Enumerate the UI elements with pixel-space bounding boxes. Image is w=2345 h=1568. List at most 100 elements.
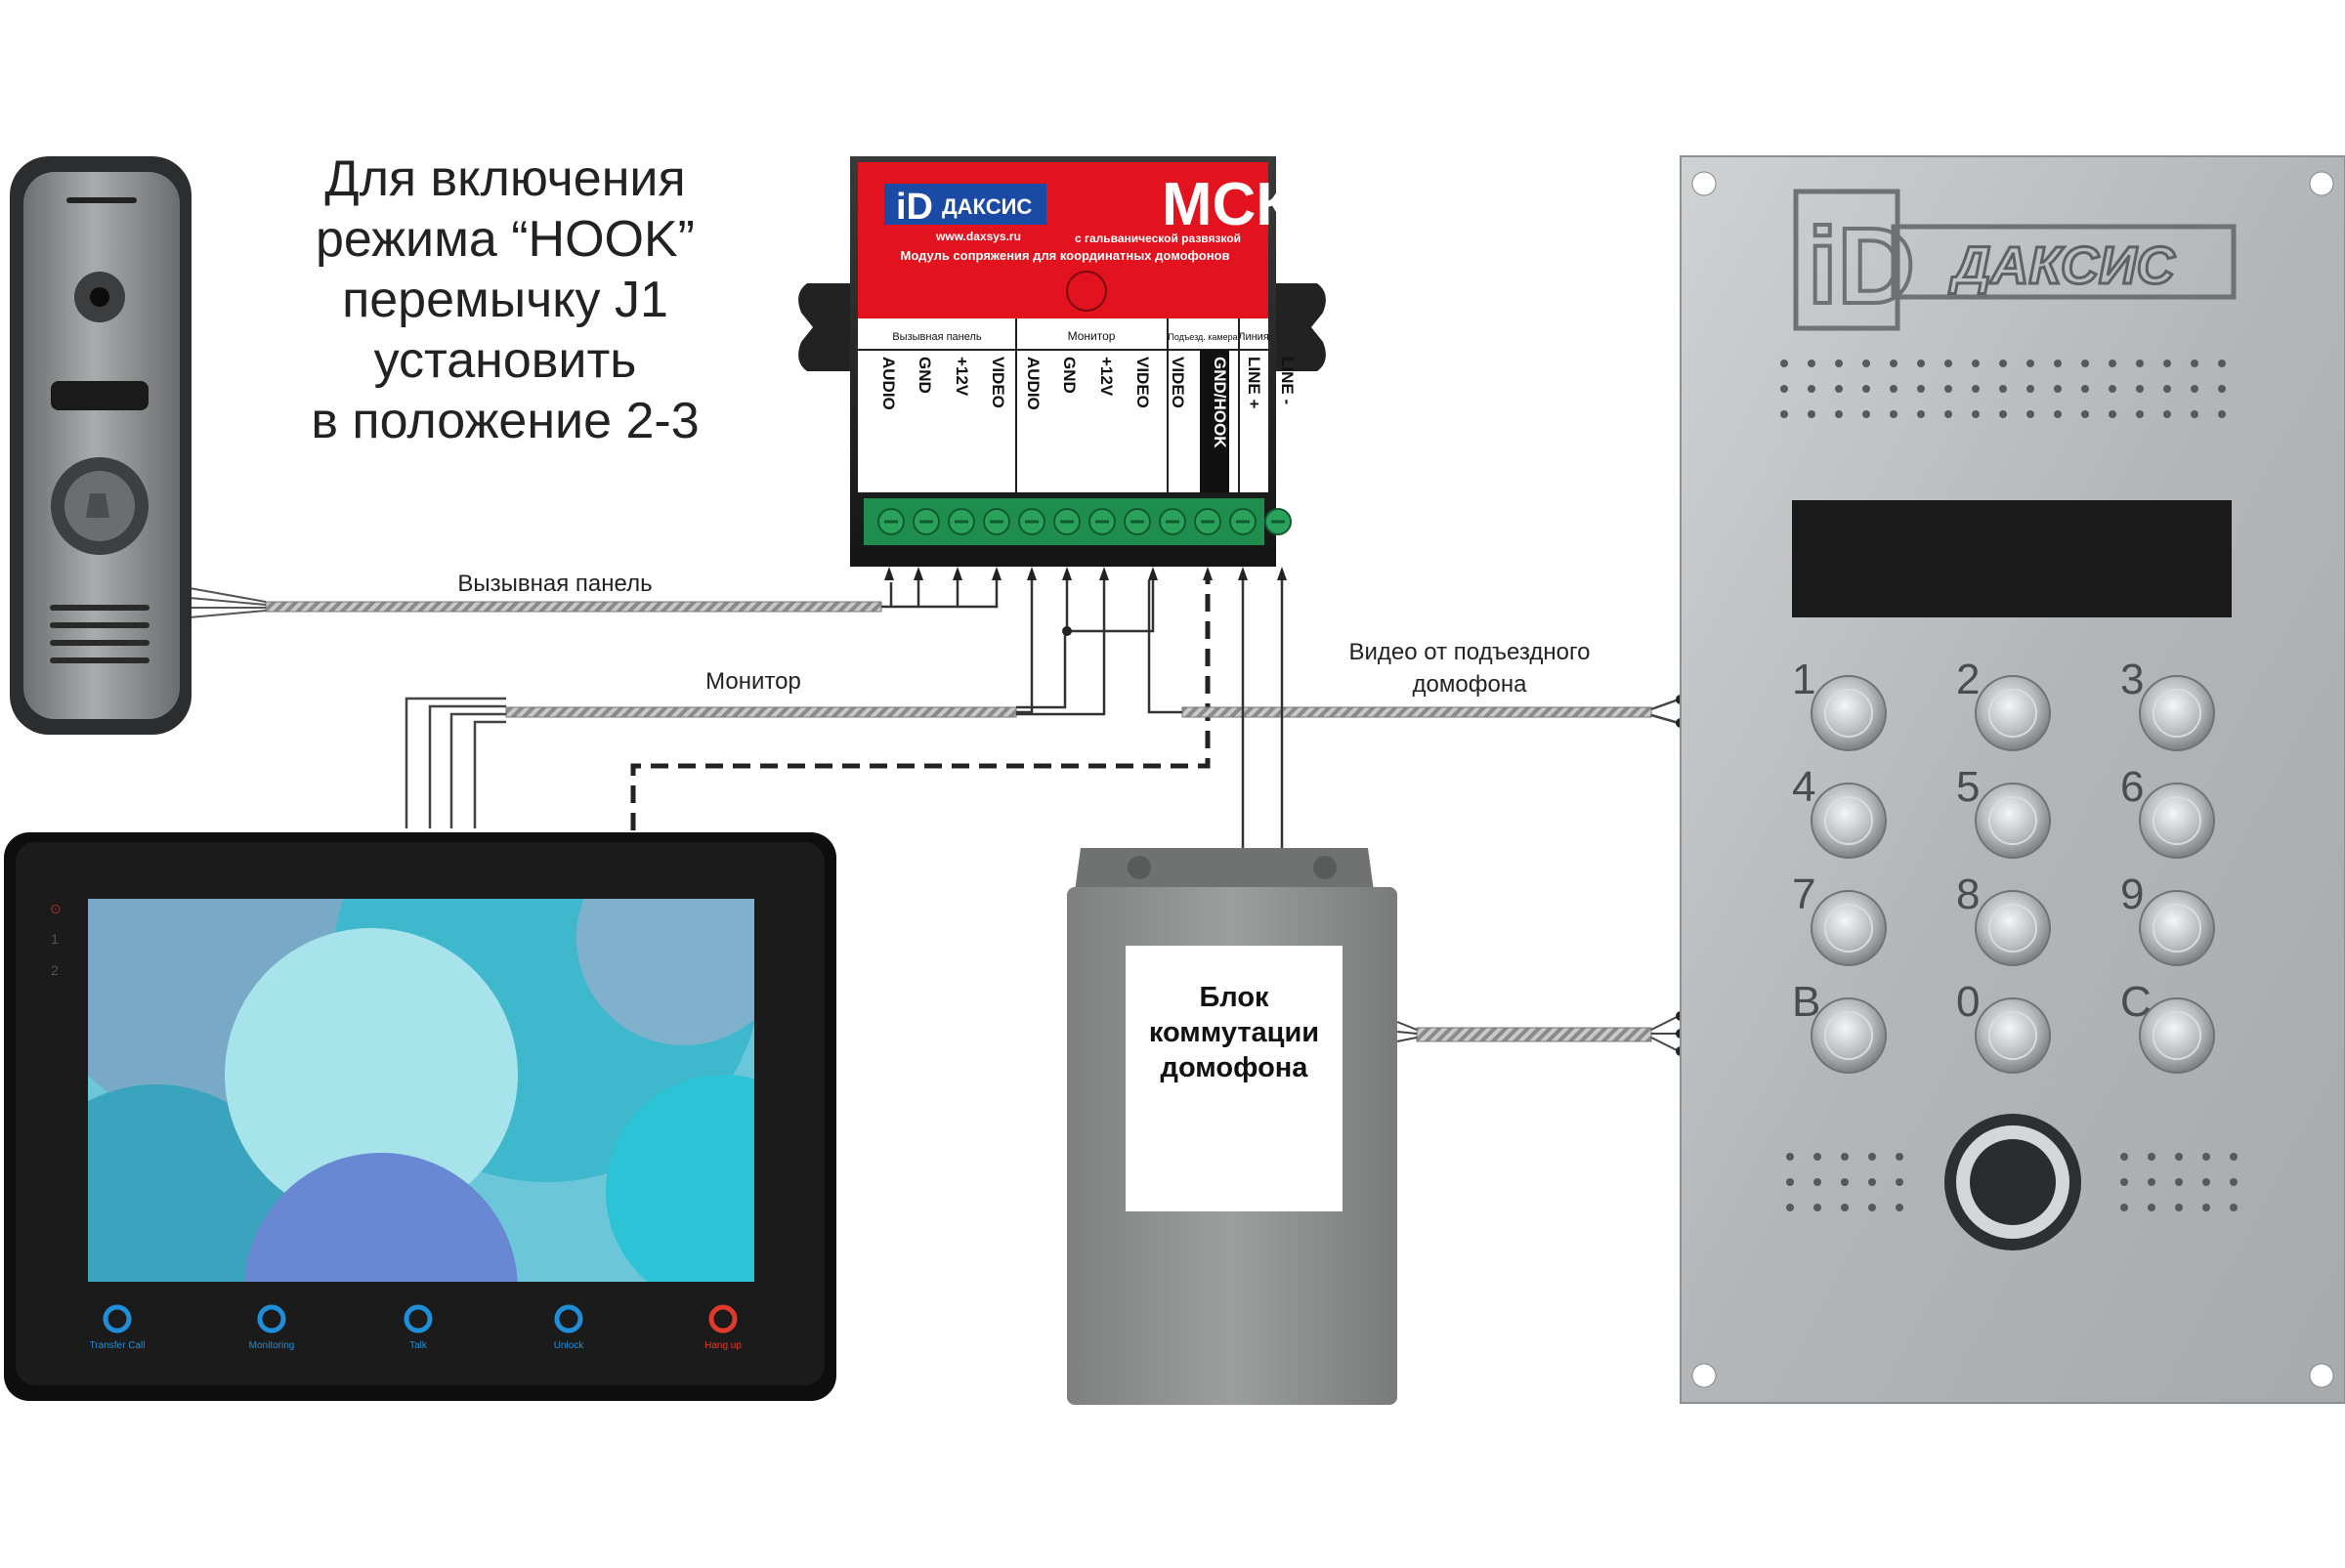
terminal-label: VIDEO	[1169, 357, 1187, 408]
speaker-hole	[2026, 410, 2034, 418]
led-indicator-icon: ⊙	[50, 901, 62, 916]
group-line: Линия	[1238, 331, 1269, 343]
transfer-icon	[103, 1304, 132, 1334]
call-panel	[10, 156, 192, 735]
speaker-hole	[1862, 410, 1870, 418]
speaker-hole	[1813, 1204, 1821, 1211]
monitoring-icon	[257, 1304, 286, 1334]
keypad-button[interactable]	[1811, 783, 1887, 859]
speaker-hole	[2081, 360, 2089, 367]
mount-hole-icon	[2309, 1363, 2334, 1388]
keypad-button[interactable]	[1975, 783, 2051, 859]
monitor-button-label: Unlock	[554, 1340, 585, 1351]
gnd-hook-highlight	[1200, 350, 1229, 492]
keypad-key[interactable]: C	[2120, 978, 2215, 1074]
instruction-line-4: установить	[374, 332, 637, 389]
speaker-holes	[1780, 360, 2238, 1211]
keypad-button[interactable]	[1811, 675, 1887, 751]
switch-block: Блок коммутации домофона	[1067, 848, 1397, 1405]
speaker-hole	[2120, 1178, 2128, 1186]
keypad-button[interactable]	[2139, 783, 2215, 859]
hang-up-icon	[708, 1304, 738, 1334]
speaker-hole	[2202, 1204, 2210, 1211]
speaker-hole	[1808, 385, 1815, 393]
speaker-grille	[50, 605, 149, 663]
terminal-label: GND	[1060, 357, 1079, 394]
monitor-button-label: Talk	[409, 1340, 428, 1351]
cables	[189, 567, 1685, 1056]
speaker-hole	[2163, 410, 2171, 418]
keypad-key[interactable]: 5	[1956, 763, 2051, 859]
msk-led	[1066, 271, 1107, 312]
group-monitor: Монитор	[1068, 329, 1116, 343]
switch-block-line-1: Блок	[1199, 982, 1269, 1013]
keypad-key[interactable]: 7	[1792, 870, 1887, 966]
monitor-screen	[88, 899, 754, 1282]
msk-module: iD ДАКСИС www.daxsys.ru МСК с гальваниче…	[798, 156, 1326, 567]
keypad-button[interactable]	[1811, 890, 1887, 966]
instruction-line-1: Для включения	[324, 150, 685, 207]
speaker-hole	[1890, 410, 1897, 418]
screw-icon	[1128, 856, 1151, 879]
mount-hole-icon	[1691, 171, 1717, 196]
keypad-button[interactable]	[1811, 997, 1887, 1074]
speaker-hole	[1868, 1204, 1876, 1211]
msk-website: www.daxsys.ru	[935, 230, 1021, 243]
switch-block-line-2: коммутации	[1149, 1017, 1319, 1048]
speaker-hole	[1868, 1178, 1876, 1186]
mount-hole-icon	[1691, 1363, 1717, 1388]
keypad-key-label: 1	[1792, 656, 1815, 703]
monitor-button[interactable]: Transfer Call	[90, 1304, 146, 1351]
keypad-key-label: 5	[1956, 763, 1980, 811]
speaker-hole	[2109, 385, 2116, 393]
terminal-label: LINE -	[1278, 357, 1297, 404]
keypad-button[interactable]	[2139, 890, 2215, 966]
terminal-label: +12V	[1097, 357, 1116, 397]
speaker-hole	[1808, 360, 1815, 367]
panel-logo-i-icon: iD	[1808, 206, 1915, 326]
speaker-hole	[2120, 1204, 2128, 1211]
speaker-hole	[1841, 1204, 1849, 1211]
speaker-hole	[1786, 1204, 1794, 1211]
switch-block-label-box	[1126, 946, 1343, 1211]
keypad-key-label: 0	[1956, 978, 1980, 1026]
keypad-key[interactable]: B	[1792, 978, 1887, 1074]
screw-icon	[1313, 856, 1337, 879]
speaker-hole	[1835, 360, 1843, 367]
monitor-button[interactable]: Monitoring	[249, 1304, 295, 1351]
speaker-hole	[1917, 410, 1925, 418]
switch-to-panel-cable	[1396, 1011, 1685, 1056]
keypad-button[interactable]	[1975, 675, 2051, 751]
speaker-hole	[1972, 385, 1980, 393]
keypad-button[interactable]	[2139, 675, 2215, 751]
keypad-key[interactable]: 3	[2120, 656, 2215, 751]
keypad-key[interactable]: 0	[1956, 978, 2051, 1074]
terminal-label: GND	[916, 357, 934, 394]
keypad-key[interactable]: 2	[1956, 656, 2051, 751]
monitor-button[interactable]: Talk	[404, 1304, 433, 1351]
switch-block-line-3: домофона	[1161, 1052, 1309, 1083]
speaker-hole	[1890, 385, 1897, 393]
keypad-key[interactable]: 6	[2120, 763, 2215, 859]
keypad-button[interactable]	[1975, 890, 2051, 966]
speaker-hole	[2054, 360, 2062, 367]
keypad-key[interactable]: 9	[2120, 870, 2215, 966]
speaker-hole	[1808, 410, 1815, 418]
keypad-key[interactable]: 4	[1792, 763, 1887, 859]
keypad-button[interactable]	[1975, 997, 2051, 1074]
monitor-button[interactable]: Hang up	[704, 1304, 742, 1351]
keypad-key[interactable]: 1	[1792, 656, 1887, 751]
group-entrance-camera: Подъезд. камера	[1168, 332, 1237, 342]
speaker-hole	[2230, 1178, 2238, 1186]
monitor-button[interactable]: Unlock	[554, 1304, 585, 1351]
keypad-key[interactable]: 8	[1956, 870, 2051, 966]
camera-slot	[66, 197, 137, 203]
keypad-button[interactable]	[2139, 997, 2215, 1074]
monitor-button-label: Monitoring	[249, 1340, 295, 1351]
video-cable-label-2: домофона	[1413, 671, 1528, 698]
speaker-hole	[1780, 385, 1788, 393]
